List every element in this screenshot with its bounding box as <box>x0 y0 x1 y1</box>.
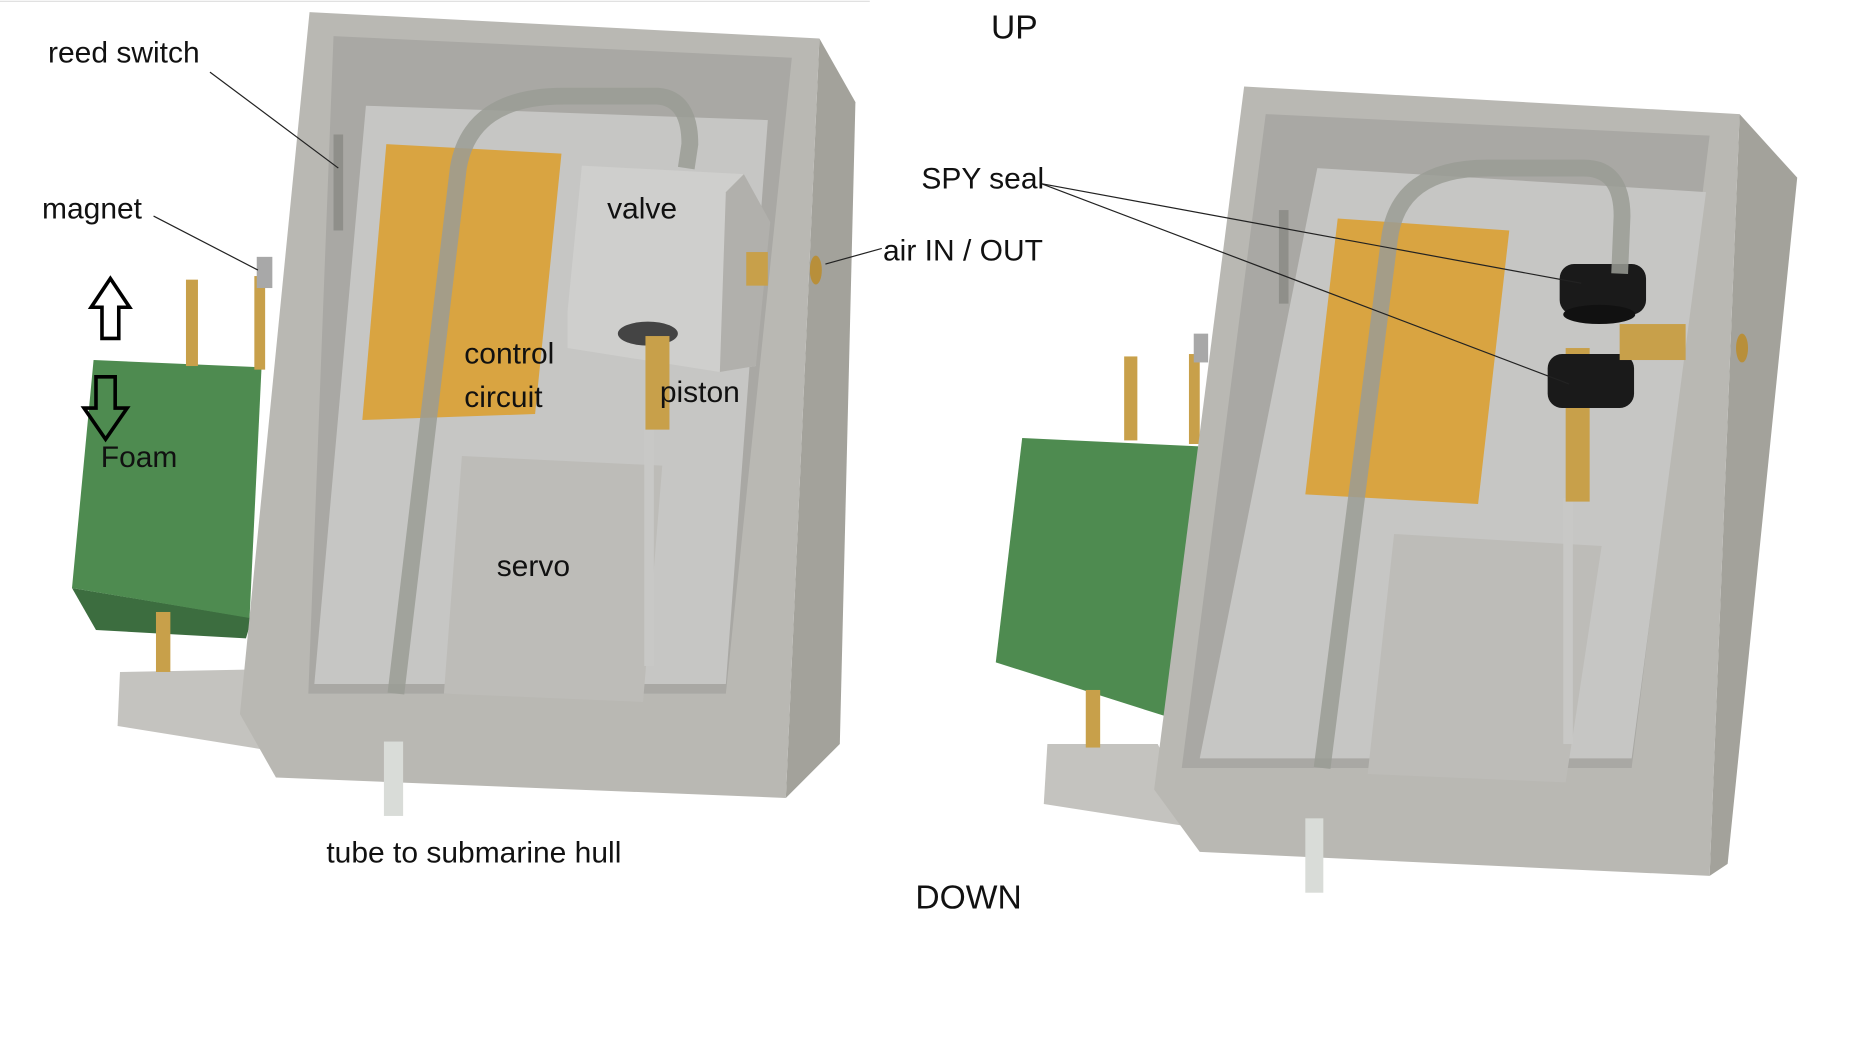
foam-block <box>995 438 1200 718</box>
control-circuit-board <box>362 144 562 421</box>
label-foam: Foam <box>101 441 178 474</box>
piston <box>645 336 670 430</box>
air-tube <box>1313 159 1631 770</box>
label-piston: piston <box>660 376 740 409</box>
magnet <box>256 256 273 289</box>
leader-magnet <box>153 215 259 271</box>
box-side <box>785 38 856 798</box>
reed-switch <box>1278 210 1289 304</box>
box-side <box>1709 114 1798 876</box>
servo-body <box>1367 533 1602 783</box>
leader-spy-lower <box>1041 183 1570 385</box>
valve-side <box>719 174 771 373</box>
leader-reed-switch <box>209 71 339 169</box>
label-down: DOWN <box>915 879 1021 916</box>
servo-arm <box>1563 498 1573 744</box>
label-reed-switch: reed switch <box>48 36 200 69</box>
right-assembly <box>995 86 1798 893</box>
hull-tube <box>1305 818 1324 893</box>
air-fitting <box>746 252 768 286</box>
leader-air <box>825 247 882 265</box>
left-assembly <box>71 12 856 816</box>
hull-tube <box>383 741 404 816</box>
control-circuit-board <box>1305 218 1510 505</box>
label-control: control <box>464 338 554 371</box>
air-fitting <box>1619 324 1686 361</box>
foam-rod-bottom <box>155 611 171 672</box>
label-valve: valve <box>607 192 677 225</box>
foam-block <box>71 360 262 618</box>
foam-rod <box>185 279 198 367</box>
label-circuit: circuit <box>464 381 543 414</box>
spy-seal-lower <box>1547 354 1635 409</box>
bottom-ledge <box>117 669 267 750</box>
valve-block <box>567 165 756 373</box>
label-magnet: magnet <box>42 192 143 225</box>
up-arrow-icon <box>87 275 133 341</box>
foam-rod-bottom <box>1085 689 1101 748</box>
reed-switch <box>333 134 344 231</box>
magnet <box>1193 333 1209 363</box>
foam-rod <box>1124 356 1138 441</box>
leader-spy-upper <box>1041 183 1582 284</box>
label-servo: servo <box>497 550 570 583</box>
air-tube <box>387 87 699 695</box>
air-port <box>1736 333 1749 363</box>
spy-seal-upper <box>1559 264 1647 325</box>
label-tube: tube to submarine hull <box>326 837 621 870</box>
air-port <box>809 255 822 285</box>
magnet-rod <box>254 276 266 370</box>
servo-arm <box>644 420 654 666</box>
servo-body <box>443 456 663 702</box>
label-air-in-out: air IN / OUT <box>883 234 1043 267</box>
label-spy-seal: SPY seal <box>921 162 1044 195</box>
down-arrow-icon <box>80 375 131 443</box>
label-up: UP <box>991 10 1038 47</box>
magnet-rod <box>1188 354 1200 445</box>
